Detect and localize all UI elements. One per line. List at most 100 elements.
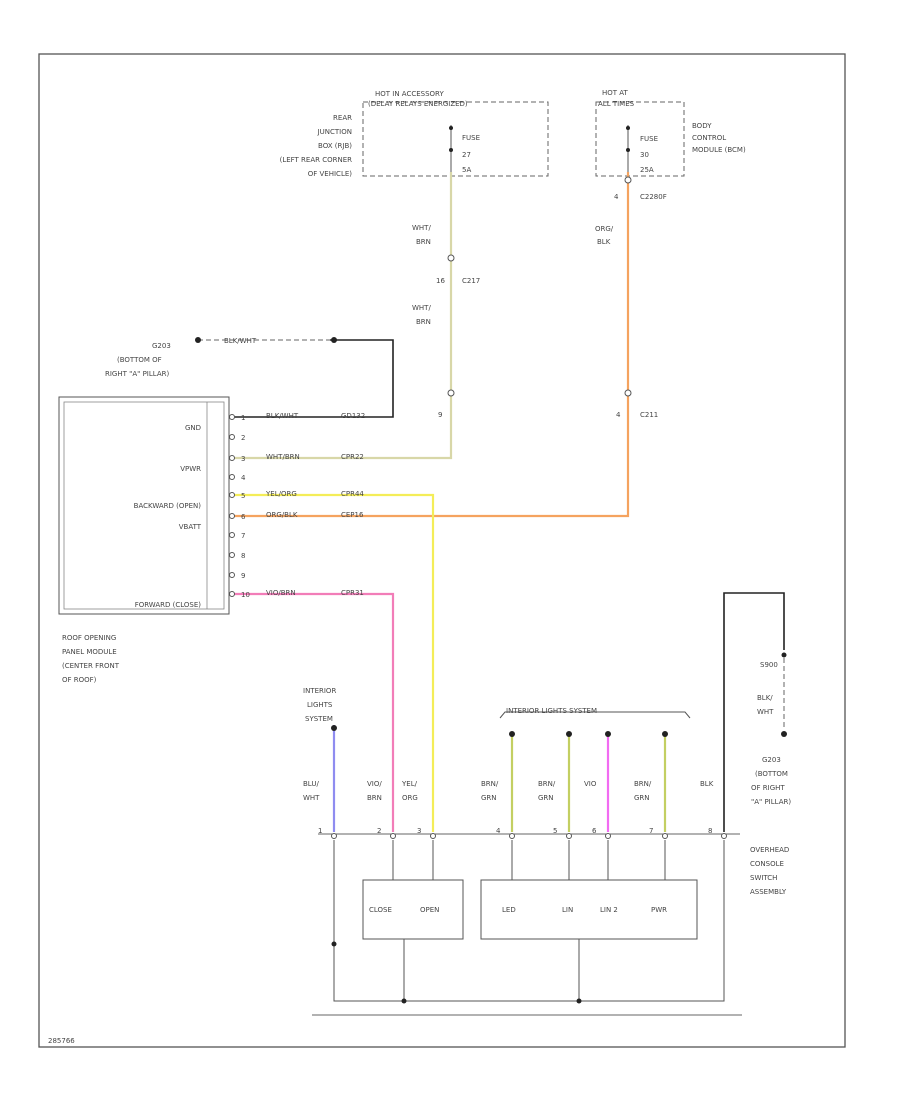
overhead-wire-color: BRN/ — [634, 780, 652, 788]
overhead-wire-color: BRN/ — [481, 780, 499, 788]
switch-close-open-box — [362, 879, 464, 940]
c217-top-pin: 16 — [436, 277, 445, 285]
wht-brn-label-2b: BRN — [416, 318, 431, 326]
interior-lights-label-2: LIGHTS — [307, 701, 333, 709]
roof-module-desc-4: OF ROOF) — [62, 676, 97, 684]
ground-top-terminal — [195, 337, 201, 343]
accessory-fuse-number: 27 — [462, 151, 471, 159]
overhead-pin-terminal — [509, 833, 515, 839]
bcm-header-2: ALL TIMES — [598, 100, 635, 108]
roof-pin-label: GND — [185, 424, 201, 432]
roof-pin-circuit: CEP16 — [341, 511, 364, 519]
overhead-pin-number: 8 — [708, 827, 712, 835]
ground-right-terminal — [781, 731, 787, 737]
switch-pwr-label: PWR — [651, 906, 667, 914]
overhead-desc-4: ASSEMBLY — [750, 888, 787, 896]
bcm-desc-3: MODULE (BCM) — [692, 146, 746, 154]
ground-right-wire-1: BLK/ — [757, 694, 773, 702]
overhead-pin-number: 6 — [592, 827, 597, 835]
wire-org-blk — [232, 172, 630, 518]
c2280f-pin: 4 — [614, 193, 619, 201]
wht-brn-label-2a: WHT/ — [412, 304, 431, 312]
ground-top-desc-1: (BOTTOM OF — [117, 356, 162, 364]
overhead-pin-terminal — [605, 833, 611, 839]
ground-right-wire-2: WHT — [757, 708, 774, 716]
roof-pin-number: 2 — [241, 434, 245, 442]
overhead-pin-number: 4 — [496, 827, 501, 835]
org-blk-label-1: ORG/ — [595, 225, 614, 233]
switch-open-label: OPEN — [420, 906, 439, 914]
accessory-header-2: (DELAY RELAYS ENERGIZED) — [368, 100, 468, 108]
roof-pin-terminal — [229, 434, 235, 440]
bcm-fuse-rating: 25A — [640, 166, 654, 174]
switch-lin-label: LIN — [562, 906, 573, 914]
bcm-box — [595, 101, 685, 177]
roof-pin-wire-color: BLK/WHT — [266, 412, 299, 420]
bcm-desc-2: CONTROL — [692, 134, 726, 142]
rjb-desc-4: (LEFT REAR CORNER — [280, 156, 353, 164]
at-all-times-source: HOT AT ALL TIMES FUSE 30 25A BODY CONTRO… — [595, 89, 746, 177]
overhead-wire-color-2: GRN — [634, 794, 650, 802]
c211-pin: 4 — [616, 411, 621, 419]
roof-pin-circuit: CPR22 — [341, 453, 364, 461]
roof-module-desc-2: PANEL MODULE — [62, 648, 117, 656]
roof-pin-terminal — [229, 492, 235, 498]
overhead-pin-number: 5 — [553, 827, 557, 835]
roof-pin-number: 1 — [241, 414, 245, 422]
switch-interior-box — [480, 879, 698, 940]
wire-blk-right — [723, 592, 785, 832]
overhead-wire-color-2: BRN — [367, 794, 382, 802]
overhead-wire-color: VIO/ — [367, 780, 382, 788]
overhead-console-switch: BLU/WHT1VIO/BRN2YEL/ORG3BRN/GRN4BRN/GRN5… — [303, 780, 789, 1016]
overhead-wire-color: BRN/ — [538, 780, 556, 788]
interior-access-label: INTERIOR LIGHTS SYSTEM — [506, 707, 597, 715]
roof-pin-terminal — [229, 532, 235, 538]
overhead-pin-number: 2 — [377, 827, 381, 835]
connector-c2280f: 4 C2280F — [614, 176, 667, 201]
roof-pin-terminal — [229, 455, 235, 461]
roof-module-desc-1: ROOF OPENING — [62, 634, 116, 642]
roof-pin-wire-color: VIO/BRN — [266, 589, 296, 597]
roof-pin-terminal — [229, 552, 235, 558]
overhead-desc-2: CONSOLE — [750, 860, 784, 868]
rjb-desc-1: REAR — [333, 114, 352, 122]
c2280f-name: C2280F — [640, 193, 667, 201]
bcm-desc-1: BODY — [692, 122, 712, 130]
c217-top-name: C217 — [462, 277, 480, 285]
bcm-fuse-label: FUSE — [640, 135, 658, 143]
splice-s900: S900 — [760, 661, 778, 669]
accessory-source: HOT IN ACCESSORY (DELAY RELAYS ENERGIZED… — [280, 90, 549, 178]
overhead-pin-terminal — [662, 833, 668, 839]
roof-pin-label: VBATT — [179, 523, 202, 531]
rjb-desc-3: BOX (RJB) — [318, 142, 352, 150]
overhead-wire-color: BLK — [700, 780, 714, 788]
overhead-pin-terminal — [390, 833, 396, 839]
c217-bottom-pin: 9 — [438, 411, 442, 419]
ground-right-desc-3: "A" PILLAR) — [751, 798, 791, 806]
bcm-header-1: HOT AT — [602, 89, 629, 97]
rjb-desc-2: JUNCTION — [317, 128, 352, 136]
overhead-wire-labels: BLU/WHT1VIO/BRN2YEL/ORG3BRN/GRN4BRN/GRN5… — [303, 780, 727, 839]
interior-lights-label-1: INTERIOR — [303, 687, 336, 695]
roof-pin-number: 5 — [241, 492, 245, 500]
overhead-wire-color-2: ORG — [402, 794, 418, 802]
wire-wht-brn — [232, 172, 453, 460]
interior-lights-label-3: SYSTEM — [305, 715, 333, 723]
connector-c211: 4 C211 — [616, 389, 658, 419]
overhead-wire-color: YEL/ — [401, 780, 418, 788]
c211-name: C211 — [640, 411, 658, 419]
roof-pin-terminal — [229, 591, 235, 597]
roof-pin-circuit: CPR31 — [341, 589, 364, 597]
roof-pin-number: 4 — [241, 474, 246, 482]
overhead-pin-terminal — [721, 833, 727, 839]
roof-pin-terminal — [229, 474, 235, 480]
roof-pin-label: FORWARD (CLOSE) — [135, 601, 202, 609]
overhead-pin-number: 3 — [417, 827, 421, 835]
overhead-pin-terminal — [430, 833, 436, 839]
accessory-fuse-label: FUSE — [462, 134, 480, 142]
overhead-wire-color-2: GRN — [538, 794, 554, 802]
rjb-desc-5: OF VEHICLE) — [308, 170, 353, 178]
